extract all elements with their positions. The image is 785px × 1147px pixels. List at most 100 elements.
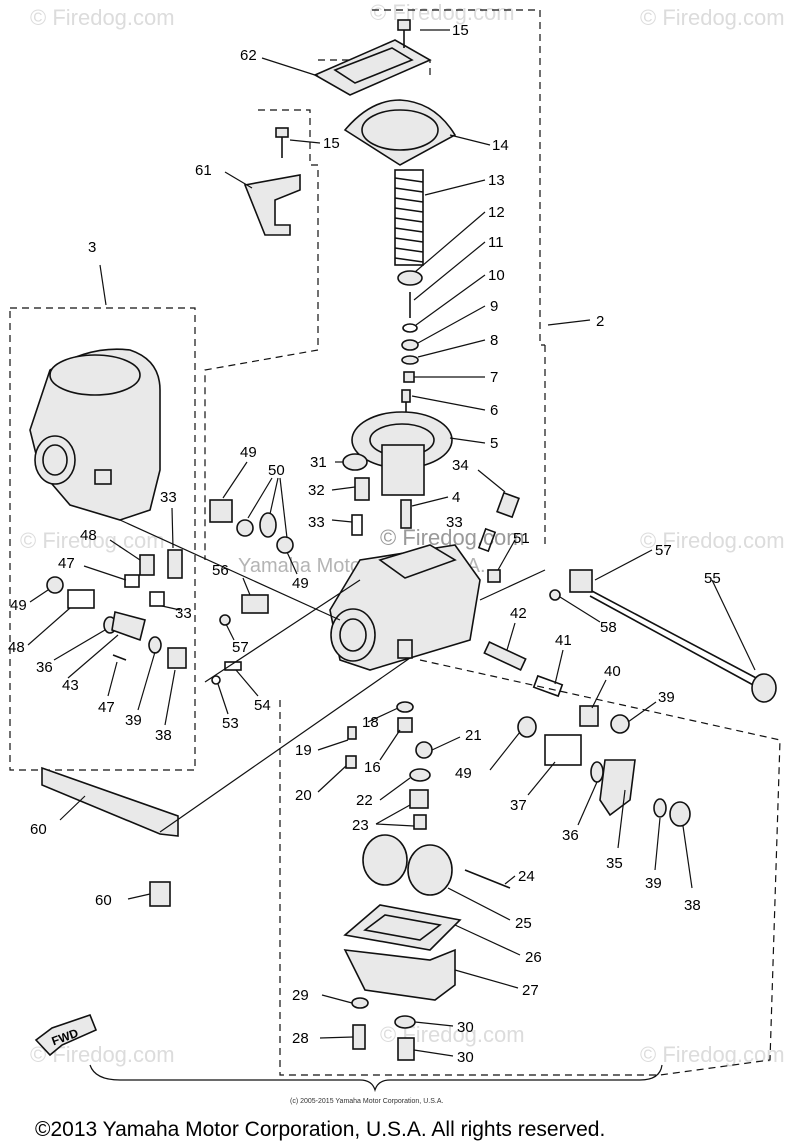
bowl-26 [343,948,456,1001]
callout-13: 13 [488,172,505,189]
cap-38-right [669,801,691,827]
bracket-61 [243,174,301,236]
jet-19 [345,755,357,769]
screw-15-mid [275,127,289,158]
callout-53: 51 [513,530,530,547]
watermark-top-left: © Firedog.com [30,5,175,30]
bracket-59 [41,766,179,837]
callout-29: 30 [457,1019,474,1036]
callout-43: 42 [510,605,527,622]
callout-14: 14 [492,137,509,154]
cap-40 [610,714,630,734]
callout-19: 20 [295,787,312,804]
pin-47 [112,654,127,661]
spring-46 [124,574,140,588]
spring-33-right [477,527,497,553]
callout-32: 32 [308,482,325,499]
carburetor-body [329,544,481,671]
plug-30 [397,1037,415,1061]
screw-32 [354,477,370,501]
callout-42: 41 [555,632,572,649]
spring-37 [544,734,582,766]
callout-38-right: 38 [684,897,701,914]
screw-43 [483,641,527,671]
screw-15-top [397,19,411,48]
jet-18 [347,726,357,740]
callout-55: 54 [254,697,271,714]
bottom-bracket [89,1064,663,1093]
plug-50 [209,499,233,523]
diaphragm-5 [351,411,453,496]
group-3-outline [9,307,196,771]
callout-40: 39 [658,689,675,706]
callout-57-right: 57 [655,542,672,559]
screw-58-right [549,589,561,601]
lever-35 [599,759,636,817]
washer-29 [394,1015,416,1029]
callout-34-center: 34 [452,457,469,474]
washer-9 [401,339,419,351]
callout-33-right: 33 [446,514,463,531]
shaft-56 [589,589,777,703]
group-61-outline [204,109,319,560]
callout-44: 43 [62,677,79,694]
callout-11: 11 [488,234,504,251]
group-2-outline [372,9,545,346]
screw-34-left [167,549,183,579]
spacer-7 [403,371,415,383]
callout-18: 19 [295,742,312,759]
callout-52: 50 [268,462,285,479]
washer-49-right [517,716,537,738]
cap-41 [579,705,599,727]
callout-labels: 15 62 15 14 61 13 12 11 10 9 8 7 6 5 4 2… [30,22,721,1047]
callout-61: 61 [195,162,212,179]
callout-36-right: 36 [562,827,579,844]
screw-45 [139,554,155,576]
callout-22: 23 [352,817,369,834]
lever-44 [111,611,146,642]
callout-4: 4 [452,489,460,506]
cap-38-left [167,647,187,669]
callout-2: 2 [596,313,604,330]
screw-27 [352,1024,366,1050]
spring-33-center [351,514,363,536]
small-copyright: (c) 2005-2015 Yamaha Motor Corporation, … [290,1098,443,1105]
spring-48 [67,589,95,609]
seat-16 [397,717,413,733]
callout-12: 12 [488,204,505,221]
screw-60 [149,881,171,907]
callout-20: 21 [465,727,482,744]
seal-39-right [653,798,667,818]
callout-58-right: 58 [600,619,617,636]
callout-34-left: 33 [160,489,177,506]
copyright-footer: ©2013 Yamaha Motor Corporation, U.S.A. A… [35,1118,605,1141]
callout-10: 10 [488,267,505,284]
ball-54 [211,675,221,685]
washer-49-left [46,576,64,594]
cap-31 [342,453,368,471]
bracket-57-center [241,594,269,614]
callout-21: 22 [356,792,373,809]
ring-20 [415,741,433,759]
callout-23: 24 [518,868,535,885]
callout-15-top: 15 [452,22,469,39]
callout-60-main: 60 [95,892,112,909]
washer-21 [409,768,431,782]
gasket-25 [343,904,462,951]
clip-10 [402,323,418,333]
spring-55 [224,661,242,671]
screw-58-center [219,614,231,626]
callout-3: 3 [88,239,96,256]
screw-34-center [496,491,520,519]
callout-9: 9 [490,298,498,315]
callout-38-left: 38 [155,727,172,744]
watermark-right-mid: © Firedog.com [640,528,785,553]
callout-36-left: 36 [36,659,53,676]
washer-8 [401,355,419,365]
callout-24: 25 [515,915,532,932]
group-right-outline [279,659,781,1076]
callout-39-left: 39 [125,712,142,729]
callout-62: 62 [240,47,257,64]
callout-41: 40 [604,663,621,680]
